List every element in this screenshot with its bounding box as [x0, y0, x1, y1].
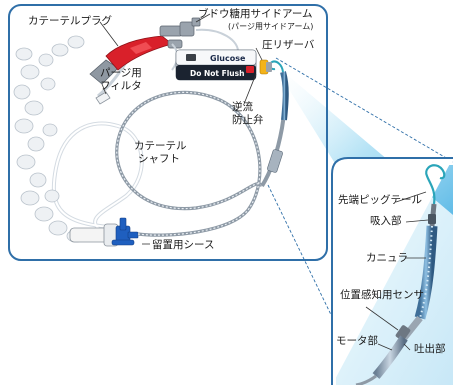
packaging-foam [13, 35, 86, 243]
sheath-connector [111, 217, 139, 246]
luer-fittings [159, 17, 201, 49]
label-inlet: 吸入部 [370, 215, 402, 227]
label-cannula: カニュラ [366, 252, 408, 264]
label-purge-side-arm: (パージ用サイドアーム) [228, 22, 314, 31]
pigtail-detail [425, 164, 446, 205]
zoom-line-bottom [267, 184, 337, 326]
label-outlet: 吐出部 [414, 343, 446, 355]
tag-do-not-flush: Do Not Flush [190, 69, 245, 78]
zoom-line-top [275, 57, 453, 163]
label-pressure-reservoir: 圧リザーバ [262, 39, 315, 51]
label-indwelling-sheath: 留置用シース [152, 239, 215, 251]
label-check-valve-2: 防止弁 [232, 114, 264, 126]
motor-detail [372, 335, 408, 379]
label-catheter-shaft-1: カテーテル [134, 140, 187, 152]
purge-filter [95, 91, 111, 105]
detail-frame [331, 157, 453, 385]
label-motor: モータ部 [336, 335, 378, 347]
label-catheter-shaft-2: シャフト [138, 153, 180, 165]
overview-leaders [99, 13, 263, 245]
label-check-valve-1: 逆流 [232, 101, 253, 113]
label-glucose-side-arm: ブドウ糖用サイドアーム [198, 8, 313, 20]
label-pigtail-tip: 先端ピッグテール [338, 194, 422, 206]
detail-leaders [365, 191, 429, 351]
label-purge-filter-1: パージ用 [100, 67, 142, 79]
label-purge-filter-2: フィルタ [100, 80, 142, 92]
overview-frame [8, 4, 328, 261]
label-catheter-plug: カテーテルプラグ [28, 15, 112, 27]
tag-glucose: Glucose [210, 54, 246, 63]
label-position-sensor: 位置感知用センサ [340, 289, 424, 301]
catheter-plug [105, 35, 173, 71]
pressure-reservoir [175, 49, 272, 81]
